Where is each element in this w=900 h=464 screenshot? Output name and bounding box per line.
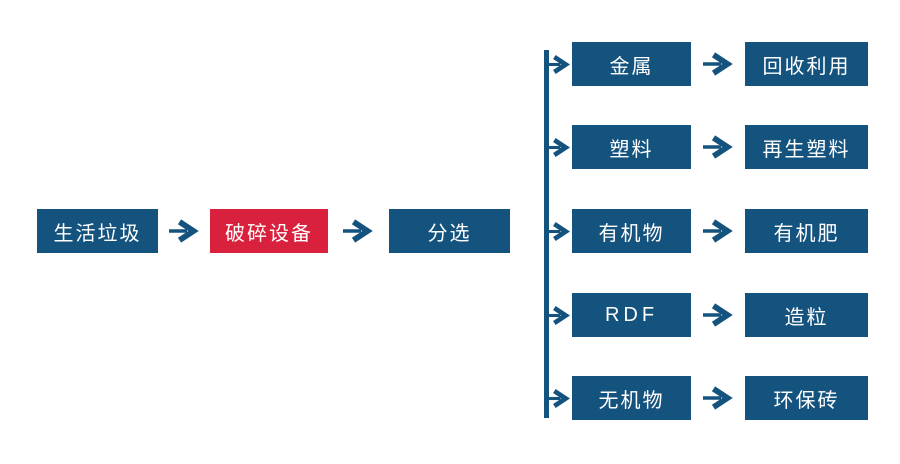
- right-arrow-icon: [168, 219, 200, 243]
- right-arrow-icon: [702, 52, 734, 76]
- node-metal: 金属: [572, 42, 691, 86]
- right-arrow-icon: [342, 219, 374, 243]
- right-arrow-icon: [702, 386, 734, 410]
- branch-arrow-icon: [545, 304, 571, 327]
- right-arrow-icon: [702, 219, 734, 243]
- node-organic-fertilizer: 有机肥: [745, 209, 868, 253]
- node-household-waste: 生活垃圾: [37, 209, 158, 253]
- right-arrow-icon: [702, 303, 734, 327]
- branch-connector-line: [544, 50, 549, 418]
- node-plastic: 塑料: [572, 125, 691, 169]
- node-rdf: RDF: [572, 293, 691, 337]
- right-arrow-icon: [702, 135, 734, 159]
- node-recycled-plastic: 再生塑料: [745, 125, 868, 169]
- node-inorganic-matter: 无机物: [572, 376, 691, 420]
- node-organic-matter: 有机物: [572, 209, 691, 253]
- branch-arrow-icon: [545, 387, 571, 410]
- branch-arrow-icon: [545, 136, 571, 159]
- node-sorting: 分选: [389, 209, 510, 253]
- node-granulation: 造粒: [745, 293, 868, 337]
- branch-arrow-icon: [545, 220, 571, 243]
- branch-arrow-icon: [545, 53, 571, 76]
- node-recycling: 回收利用: [745, 42, 868, 86]
- node-crushing-equipment: 破碎设备: [210, 209, 328, 253]
- node-eco-brick: 环保砖: [745, 376, 868, 420]
